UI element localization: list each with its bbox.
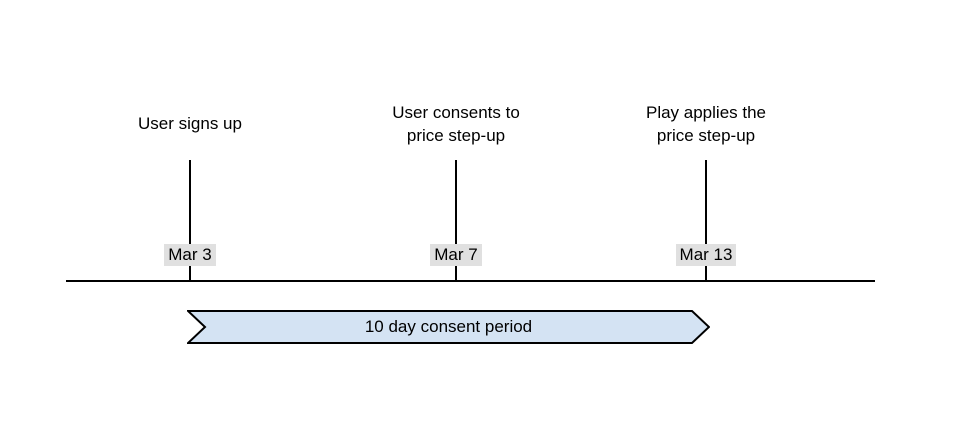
tick-line-icon [455, 160, 457, 281]
event-label-signup: User signs up [138, 114, 242, 133]
date-chip-signup: Mar 3 [110, 243, 270, 266]
date-chip-consent-text: Mar 7 [430, 244, 482, 266]
date-chip-apply: Mar 13 [626, 243, 786, 266]
consent-period-arrow-icon [187, 310, 710, 344]
date-chip-apply-text: Mar 13 [675, 244, 737, 266]
tick-line-icon [189, 160, 191, 281]
event-label-apply: Play applies the price step-up [645, 103, 767, 145]
consent-period-banner[interactable]: 10 day consent period [187, 310, 710, 344]
date-chip-signup-text: Mar 3 [164, 244, 216, 266]
timeline-axis [66, 280, 875, 282]
date-chip-consent: Mar 7 [376, 243, 536, 266]
tick-line-icon [705, 160, 707, 281]
event-label-consent: User consents to price step-up [392, 103, 520, 145]
